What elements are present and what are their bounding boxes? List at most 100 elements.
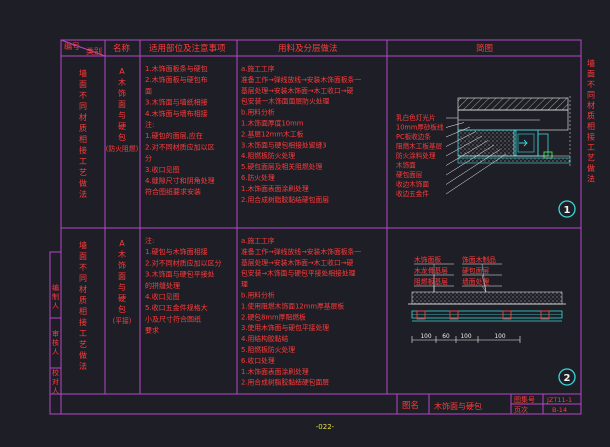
- category-char: 做: [79, 350, 87, 360]
- fig-no: JZT11-1: [546, 396, 572, 404]
- category-char: 材: [79, 284, 87, 294]
- materials-line: b.用料分析: [241, 108, 275, 117]
- category-char: 工: [79, 157, 87, 166]
- materials-line: a.施工工序: [241, 64, 275, 73]
- dimension-value: 100: [420, 334, 431, 340]
- materials-line: 2.用合成树脂胶黏结硬包面层: [241, 195, 329, 204]
- leader-line: [481, 263, 487, 293]
- stone-layer: [411, 291, 563, 305]
- materials-line: 2.硬包8mm厚阻燃板: [241, 312, 306, 321]
- usage-line: 分: [145, 154, 152, 163]
- header-category: 类别: [86, 46, 102, 56]
- name-char: 饰: [118, 88, 126, 98]
- dimension-value: 100: [460, 334, 471, 340]
- edge-trim: [537, 133, 549, 157]
- materials-line: a.施工工序: [241, 236, 275, 245]
- materials-line: 准备工作→弹线放线→安装木饰面板条一: [241, 247, 361, 256]
- arrow-glyph: [519, 139, 528, 147]
- left-strip-char: 校: [52, 368, 59, 377]
- materials-line: 基层处理→安装木饰面→木工收口→硬: [241, 86, 353, 95]
- category-char: 艺: [79, 340, 87, 349]
- name-char: A: [119, 67, 125, 76]
- usage-line: 符合图纸要求安装: [145, 187, 201, 196]
- category-char: 质: [79, 295, 87, 305]
- materials-line: 1.木饰面表面涂刷处理: [241, 184, 309, 193]
- usage-line: 1.硬包与木饰面相接: [145, 247, 208, 256]
- page-number: -022-: [316, 423, 335, 431]
- figure-2-label: 墙面处理: [462, 277, 489, 286]
- side-title-char: 艺: [587, 154, 595, 163]
- figure-1-leaders: 乳白色灯光片10mm厚砂板线PC板收边条阻燃木工板基层防火涂料处理木饰面硬包面层…: [396, 113, 507, 198]
- materials-line: 4.用结构胶黏结: [241, 334, 288, 343]
- fig-no-label: 图集号: [514, 395, 535, 404]
- category-char: 面: [79, 80, 87, 89]
- hatched-substrate: [457, 97, 569, 111]
- category-char: 同: [79, 274, 87, 283]
- name-char: 木: [118, 77, 126, 87]
- name-char: 包: [118, 304, 126, 314]
- materials-line: 理: [241, 281, 248, 289]
- header-diagonal: [60, 39, 106, 57]
- figure-1-label: PC板收边条: [396, 132, 431, 141]
- materials-line: 6.收口处理: [241, 356, 275, 365]
- left-strip: [49, 251, 62, 415]
- left-strip-char: 审: [52, 329, 59, 338]
- dimension-value: 60: [442, 334, 450, 340]
- floor-strip: [457, 157, 571, 164]
- side-title-char: 做: [587, 163, 595, 173]
- figure-1-label: 木饰面: [396, 161, 416, 170]
- detail-number-1: 1: [564, 205, 571, 216]
- usage-line: 4.收口见图: [145, 292, 180, 301]
- leader-line: [445, 122, 465, 128]
- usage-line: 要求: [145, 326, 159, 335]
- figure-2-leaders: 木饰面板饰面木制品木龙骨基层硬包面层阻燃板基层墙面处理: [414, 255, 502, 293]
- usage-line: 2.对不同材质应加以区分: [145, 258, 222, 267]
- left-strip-char: 编: [52, 283, 59, 292]
- usage-line: 1.木饰面板条与硬包: [145, 64, 208, 73]
- leader-line: [445, 153, 507, 195]
- name-char: 硬: [118, 294, 126, 303]
- fig-name-label: 图名: [402, 400, 419, 411]
- materials-line: 基层处理→安装木饰面→木工收口→硬: [241, 258, 353, 267]
- leader-line: [445, 140, 489, 166]
- page-label: 页次: [514, 405, 528, 414]
- category-char: 做: [79, 178, 87, 188]
- category-char: 工: [79, 329, 87, 338]
- category-char: 不: [79, 91, 87, 100]
- joint-3: [502, 310, 512, 320]
- side-title-char: 同: [587, 91, 595, 100]
- left-strip-char: 人: [52, 348, 59, 356]
- category-char: 艺: [79, 168, 87, 177]
- name-char: 面: [118, 100, 126, 109]
- left-strip-char: 核: [52, 338, 59, 347]
- dimension-value: 100: [494, 334, 505, 340]
- materials-line: 1.使用阻燃木饰面12mm厚基层板: [241, 301, 344, 310]
- header-materials: 用料及分层做法: [278, 43, 338, 54]
- name-char: 面: [118, 272, 126, 281]
- figure-1-label: 防火涂料处理: [396, 151, 436, 160]
- leader-line: [445, 126, 471, 138]
- figure-1-label: 乳白色灯光片: [396, 113, 436, 122]
- detail-marker-1: [558, 200, 576, 218]
- leader-line: [481, 285, 487, 293]
- side-title-char: 质: [587, 111, 595, 121]
- side-title-char: 工: [587, 143, 595, 152]
- leader-line: [445, 144, 495, 176]
- row-1: 墙面不同材质相接工艺做法A木饰面与硬包(防火阻燃)1.木饰面板条与硬包2.木饰面…: [79, 64, 361, 204]
- usage-line: 2.木饰面板与硬包布: [145, 75, 208, 84]
- side-title-char: 材: [587, 100, 595, 110]
- materials-line: 4.阻燃板防火处理: [241, 151, 295, 160]
- usage-line: 4.缝隙尺寸和阴角处理: [145, 176, 215, 185]
- header-figure: 简图: [476, 43, 493, 54]
- left-strip-char: 人: [52, 387, 59, 395]
- usage-line: 1.硬包的面层,应在: [145, 131, 203, 140]
- materials-line: 1.木饰面厚度10mm: [241, 119, 304, 128]
- name-char: 包: [118, 132, 126, 142]
- side-title-char: 接: [587, 132, 595, 142]
- header-code: 编号: [64, 41, 80, 51]
- usage-line: 4.木饰面与墙布相接: [145, 109, 208, 118]
- name-char: 与: [118, 111, 126, 120]
- leader-line: [481, 274, 487, 293]
- joint-4: [540, 310, 550, 320]
